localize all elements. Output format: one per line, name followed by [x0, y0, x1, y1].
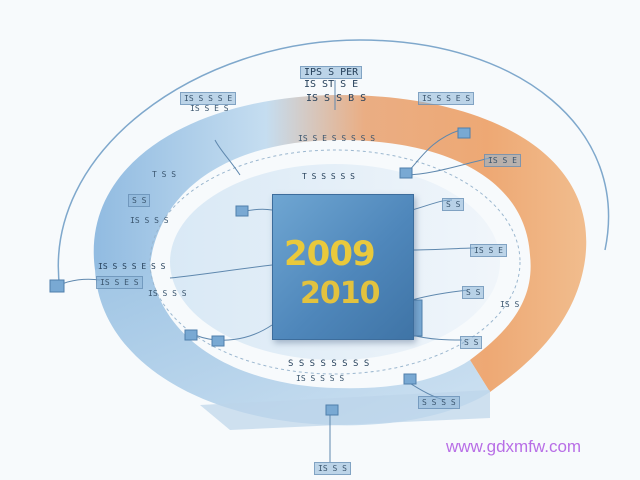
inner-dashed-ring — [149, 149, 521, 375]
right-label-2: S S — [442, 198, 465, 211]
main-ring-lower — [95, 265, 490, 426]
top-right-label: IS S S E S — [418, 92, 475, 105]
mid-left-label-1: IS S S S E S S — [98, 262, 166, 271]
connector-nodes — [49, 127, 471, 416]
top-left-label-1: IS S S S E — [180, 92, 237, 105]
center-panel — [272, 194, 414, 340]
left-label-3: IS S S S — [130, 216, 169, 225]
right-label-4: S S — [462, 286, 485, 299]
bottom-node-label: IS S S — [314, 462, 351, 475]
outer-arc — [57, 39, 610, 291]
ring-top-label: IS S E S S S S S — [298, 134, 376, 143]
top-title-line-1: IPS S PER — [300, 66, 363, 79]
right-label-3: IS S E — [470, 244, 507, 257]
top-title-line-3: IS S S B S — [306, 93, 367, 104]
inner-top-label: T S S S S S — [302, 172, 355, 181]
top-title-line-2: IS ST S E — [304, 79, 359, 90]
bottom-center-label-2: IS S S S S — [296, 374, 345, 383]
watermark-text: www.gdxmfw.com — [446, 437, 582, 456]
year-2010-label: 2010 — [300, 276, 380, 311]
year-2009-label: 2009 — [284, 234, 376, 274]
right-label-6: S S — [460, 336, 483, 349]
left-label-2: S S — [128, 194, 151, 207]
top-left-label-2: IS S E S — [190, 104, 229, 113]
right-label-1: IS S E — [484, 154, 521, 167]
bottom-plate — [200, 390, 490, 430]
bottom-right-label: S S S S — [418, 396, 460, 409]
right-label-5: IS S — [500, 300, 520, 309]
bottom-center-label-1: S S S S S S S S — [288, 359, 370, 369]
left-label-1: T S S — [152, 170, 177, 179]
mid-left-label-2: IS S E S — [96, 276, 143, 289]
mid-left-label-3: IS S S S — [148, 289, 187, 298]
